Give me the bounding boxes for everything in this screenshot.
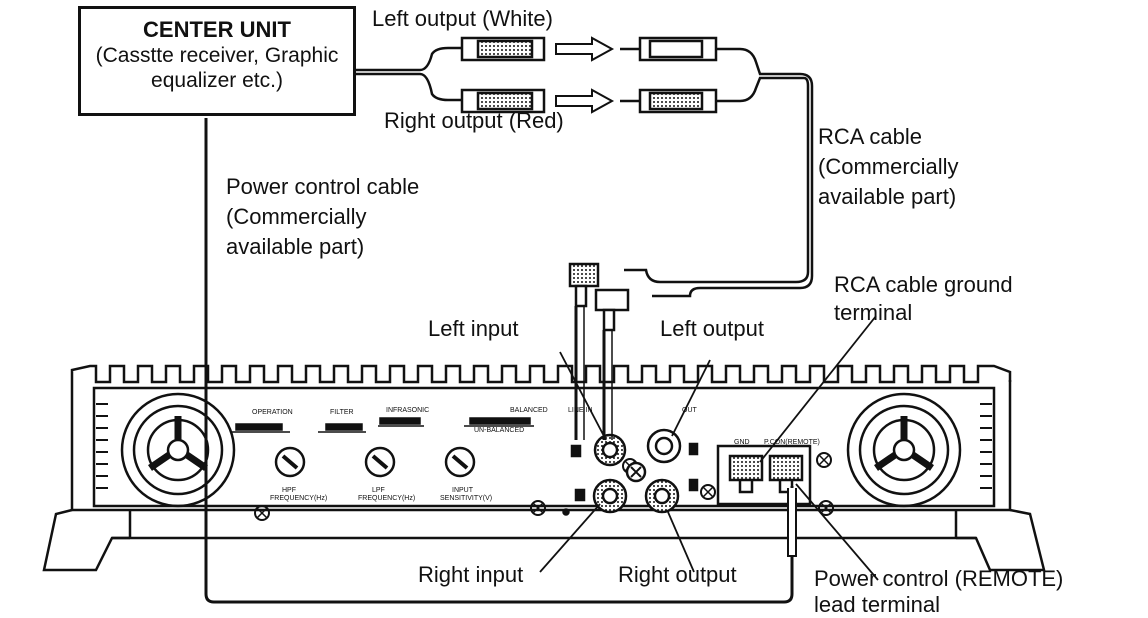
center-unit-title: CENTER UNIT xyxy=(143,17,291,42)
label-rca-cable-2: (Commercially xyxy=(818,154,959,179)
label-right-input: Right input xyxy=(418,562,524,587)
infrasonic-switch xyxy=(379,417,421,425)
side-fins xyxy=(96,403,992,489)
rca-cable-plugs xyxy=(620,36,814,298)
label-power-cable-2: (Commercially xyxy=(226,204,367,229)
svg-text:OUT: OUT xyxy=(682,407,698,414)
label-right-output: Right output xyxy=(618,562,737,587)
heatsink-fins xyxy=(70,364,1012,384)
center-output-leads xyxy=(356,36,546,114)
rca-jacks xyxy=(570,428,699,514)
panel-text: OPERATION FILTER INFRASONIC BALANCED UN-… xyxy=(252,407,820,502)
angled-rca-plugs xyxy=(568,262,630,440)
svg-text:GND: GND xyxy=(734,439,750,446)
svg-text:HPF: HPF xyxy=(282,487,296,494)
svg-text:FREQUENCY(Hz): FREQUENCY(Hz) xyxy=(358,495,415,502)
arrow-icon xyxy=(555,88,615,114)
label-left-output-white: Left output (White) xyxy=(372,6,553,31)
center-unit-subtitle-2: equalizer etc.) xyxy=(151,69,283,92)
label-right-output-red: Right output (Red) xyxy=(384,108,564,133)
amp-housing xyxy=(70,378,1012,512)
amp-foot-left xyxy=(42,508,130,572)
center-unit-box: CENTER UNIT (Casstte receiver, Graphic e… xyxy=(78,6,356,116)
left-angled-plug xyxy=(568,262,600,288)
screw-icon xyxy=(816,452,832,468)
screw-icon xyxy=(530,500,546,516)
label-power-cable-1: Power control cable xyxy=(226,174,420,199)
label-rca-cable-1: RCA cable xyxy=(818,124,922,149)
label-left-output: Left output xyxy=(660,316,764,341)
screw-icon xyxy=(700,484,716,500)
balanced-switch xyxy=(469,417,531,425)
svg-text:FILTER: FILTER xyxy=(330,409,354,416)
svg-text:OPERATION: OPERATION xyxy=(252,409,293,416)
svg-text:FREQUENCY(Hz): FREQUENCY(Hz) xyxy=(270,495,327,502)
operation-switch xyxy=(235,423,283,431)
amp-foot-right xyxy=(956,508,1046,572)
leader-lines xyxy=(539,315,879,581)
svg-text:UN-BALANCED: UN-BALANCED xyxy=(474,427,524,434)
svg-text:P.CON(REMOTE): P.CON(REMOTE) xyxy=(764,439,820,446)
left-fan-icon xyxy=(120,392,236,508)
svg-text:SENSITIVITY(V): SENSITIVITY(V) xyxy=(440,495,492,502)
label-power-cable-3: available part) xyxy=(226,234,365,259)
label-remote-2: lead terminal xyxy=(814,592,940,617)
arrow-icon xyxy=(555,36,615,62)
gnd-terminal xyxy=(728,454,764,482)
lpf-knob xyxy=(364,446,396,478)
label-remote-1: Power control (REMOTE) xyxy=(814,566,1064,591)
control-panel xyxy=(232,417,834,521)
right-angled-plug xyxy=(594,288,630,312)
svg-text:BALANCED: BALANCED xyxy=(510,407,548,414)
connect-arrows xyxy=(555,36,615,114)
center-unit-subtitle-1: (Casstte receiver, Graphic xyxy=(95,44,339,67)
svg-text:LINE IN: LINE IN xyxy=(568,407,593,414)
filter-switch xyxy=(325,423,363,431)
power-control-cable xyxy=(204,118,794,604)
label-rca-ground-2: terminal xyxy=(834,300,913,325)
screw-icon xyxy=(818,500,834,516)
label-left-input: Left input xyxy=(428,316,519,341)
terminal-block xyxy=(716,444,812,506)
svg-text:LPF: LPF xyxy=(372,487,385,494)
screw-icon xyxy=(254,505,270,521)
hpf-knob xyxy=(274,446,306,478)
input-sensitivity-knob xyxy=(444,446,476,478)
remote-terminal xyxy=(768,454,804,482)
svg-text:INPUT: INPUT xyxy=(452,487,474,494)
label-rca-ground-1: RCA cable ground xyxy=(834,272,1013,297)
label-rca-cable-3: available part) xyxy=(818,184,957,209)
svg-text:INFRASONIC: INFRASONIC xyxy=(386,407,429,414)
right-fan-icon xyxy=(846,392,962,508)
